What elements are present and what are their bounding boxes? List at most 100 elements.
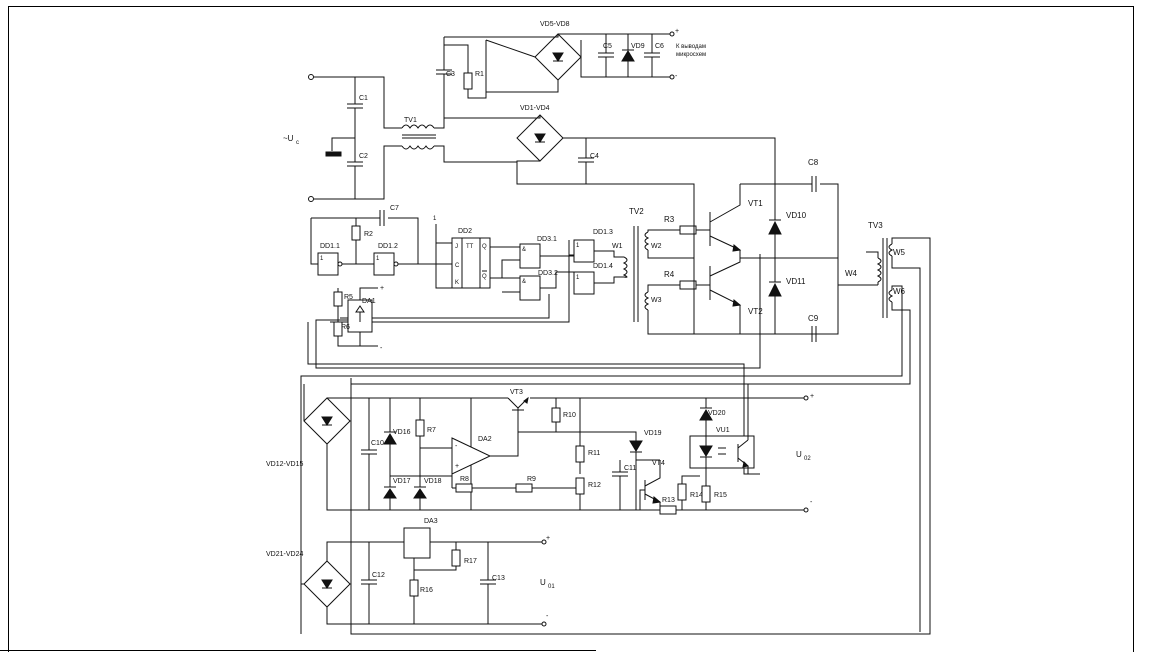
minus-out-chips: - — [675, 73, 678, 80]
label-da1: DA1 — [362, 298, 376, 305]
label-w3: W3 — [651, 297, 662, 304]
svg-text:-: - — [455, 443, 458, 450]
label-da3: DA3 — [424, 518, 438, 525]
label-c6: C6 — [655, 43, 664, 50]
label-vd11: VD11 — [786, 277, 806, 286]
ground-symbol — [325, 151, 342, 157]
label-r14: R14 — [690, 492, 703, 499]
plus-out-chips: + — [675, 28, 679, 35]
label-vu1: VU1 — [716, 427, 730, 434]
logic-section: 1 DD1.1 1 DD1.2 C7 R2 J C K TT Q Q DD2 — [310, 205, 624, 323]
label-vd17: VD17 — [393, 478, 411, 485]
drawing-frame — [8, 6, 1134, 652]
label-r5: R5 — [344, 294, 353, 301]
label-dd2: DD2 — [458, 228, 472, 235]
label-r1: R1 — [475, 71, 484, 78]
label-vd5-vd8: VD5-VD8 — [540, 21, 570, 28]
label-c9: C9 — [808, 314, 819, 323]
svg-text:-: - — [810, 499, 813, 506]
label-r2: R2 — [364, 231, 373, 238]
svg-text:1: 1 — [433, 216, 437, 222]
label-dd1-4: DD1.4 — [593, 263, 613, 270]
label-c12: C12 — [372, 572, 385, 579]
label-dd3-2: DD3.2 — [538, 270, 558, 277]
mains-terminal-bottom — [308, 196, 314, 202]
bridge-vd1-vd4: VD1-VD4 C4 — [512, 105, 776, 205]
svg-text:1: 1 — [576, 275, 580, 281]
label-uc-sub: c — [296, 140, 299, 146]
label-u2-sub: 02 — [804, 456, 811, 462]
svg-text:TT: TT — [466, 244, 474, 250]
label-out-chips-1: К выводам — [676, 44, 706, 50]
label-r6: R6 — [341, 324, 350, 331]
label-vd9: VD9 — [631, 43, 645, 50]
label-r16: R16 — [420, 587, 433, 594]
label-vt4: VT4 — [652, 460, 665, 467]
label-r9: R9 — [527, 476, 536, 483]
svg-text:C: C — [455, 263, 460, 269]
label-w2: W2 — [651, 243, 662, 250]
label-c3: C3 — [446, 71, 455, 78]
label-out-chips-2: микросхем — [676, 52, 706, 58]
label-c5: C5 — [603, 43, 612, 50]
label-r8: R8 — [460, 476, 469, 483]
svg-text:1: 1 — [320, 256, 324, 262]
transformer-tv3: TV3 W4 W5 W6 — [300, 221, 931, 635]
label-c10: C10 — [371, 440, 384, 447]
label-r7: R7 — [427, 427, 436, 434]
svg-text:-: - — [546, 613, 549, 620]
transformer-tv2: W1 TV2 W2 W3 R3 R4 — [612, 207, 710, 335]
label-r10: R10 — [563, 412, 576, 419]
c3-r1: C3 R1 — [436, 37, 512, 119]
label-dd1-3: DD1.3 — [593, 229, 613, 236]
da1-section: DA1 R5 R6 + - — [307, 254, 761, 475]
label-w5: W5 — [893, 248, 906, 257]
label-tv2: TV2 — [629, 207, 644, 216]
u01-supply: VD21-VD24 + - U 01 DA3 R16 R17 C12 C13 — [266, 518, 555, 627]
label-r4: R4 — [664, 270, 675, 279]
label-c4: C4 — [590, 153, 599, 160]
svg-text:1: 1 — [376, 256, 380, 262]
svg-text:+: + — [810, 393, 814, 400]
trigger-dd2 — [451, 237, 491, 289]
svg-text:+: + — [455, 463, 459, 470]
label-dd1-1: DD1.1 — [320, 243, 340, 250]
bridge-vd5-vd8: VD5-VD8 C5 VD9 C6 + - К выводам микросхе… — [444, 21, 706, 93]
svg-text:1: 1 — [576, 243, 580, 249]
label-r17: R17 — [464, 558, 477, 565]
label-vd21-vd24: VD21-VD24 — [266, 551, 303, 558]
label-vd12-vd15: VD12-VD15 — [266, 461, 303, 468]
label-vd18: VD18 — [424, 478, 442, 485]
label-tv1: TV1 — [404, 117, 417, 124]
label-vd16: VD16 — [393, 429, 411, 436]
label-r12: R12 — [588, 482, 601, 489]
label-vd1-vd4: VD1-VD4 — [520, 105, 550, 112]
label-tv3: TV3 — [868, 221, 883, 230]
label-c13: C13 — [492, 575, 505, 582]
label-r3: R3 — [664, 215, 675, 224]
label-vt1: VT1 — [748, 199, 763, 208]
label-r11: R11 — [588, 450, 600, 457]
label-c1: C1 — [359, 95, 368, 102]
power-stage: VT1 VT2 C8 VD10 VD11 C9 — [693, 158, 878, 342]
label-u1: U — [540, 578, 546, 587]
label-r15: R15 — [714, 492, 727, 499]
mains-input: C1 C2 ~U c — [283, 74, 402, 202]
label-vt3: VT3 — [510, 389, 523, 396]
svg-text:K: K — [455, 280, 459, 286]
regulator-da3 — [403, 527, 431, 559]
label-c2: C2 — [359, 153, 368, 160]
svg-text:+: + — [380, 285, 384, 292]
mains-terminal-top — [308, 74, 314, 80]
label-w6: W6 — [893, 287, 906, 296]
label-da2: DA2 — [478, 436, 492, 443]
label-vd20: VD20 — [708, 410, 726, 417]
label-uc: ~U — [283, 134, 294, 143]
svg-text:&: & — [522, 247, 526, 253]
label-c8: C8 — [808, 158, 819, 167]
label-w1: W1 — [612, 243, 623, 250]
page-bottom-edge — [0, 650, 596, 651]
label-u1-sub: 01 — [548, 584, 555, 590]
label-w4: W4 — [845, 269, 858, 278]
